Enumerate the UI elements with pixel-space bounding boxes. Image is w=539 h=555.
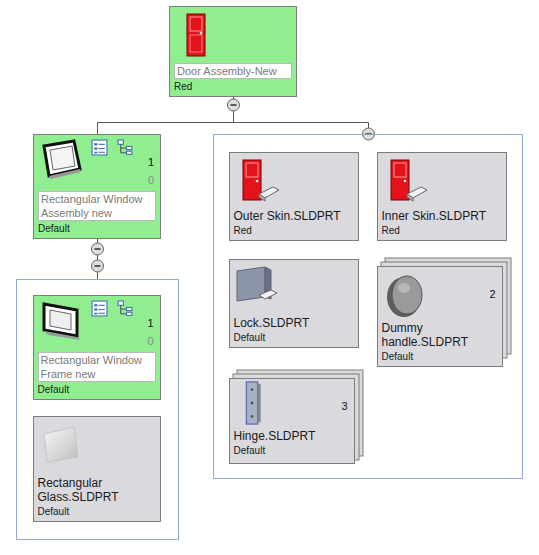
part-box: Inner Skin.SLDPRT Red <box>377 152 507 241</box>
configuration-name: Default <box>382 351 498 363</box>
component-icon <box>91 139 108 156</box>
configuration-name: Red <box>234 225 354 237</box>
component-icon <box>41 424 81 464</box>
component-icon <box>117 139 134 156</box>
component-icon <box>387 158 429 202</box>
component-name: Outer Skin.SLDPRT <box>234 209 354 223</box>
configuration-name: Default <box>234 445 350 457</box>
configuration-name: Red <box>174 81 292 93</box>
instance-count: 0 <box>148 174 154 187</box>
part-box: 2Dummy handle.SLDPRT Default <box>377 266 503 367</box>
component-name: Dummy handle.SLDPRT <box>382 321 478 349</box>
component-icon <box>184 12 208 58</box>
component-icon <box>239 158 281 202</box>
component-name: Rectangular Glass.SLDPRT <box>38 476 156 504</box>
component-name: Door Assembly-New <box>174 63 292 79</box>
tree-connector <box>98 97 234 134</box>
instance-count: 3 <box>341 400 347 413</box>
collapse-toggle <box>92 243 104 255</box>
part-box: Rectangular Glass.SLDPRT Default <box>33 416 161 522</box>
part-box: 3Hinge.SLDPRT Default <box>229 378 355 464</box>
component-name: Inner Skin.SLDPRT <box>382 209 502 223</box>
component-name: Lock.SLDPRT <box>234 316 354 330</box>
component-name: Hinge.SLDPRT <box>234 429 350 443</box>
instance-count: 0 <box>147 335 153 348</box>
group-frame: 10Rectangular Window Frame newDefaultRec… <box>16 279 179 540</box>
component-icon <box>41 139 83 181</box>
component-icon <box>385 274 425 318</box>
tree-connector <box>234 97 369 134</box>
instance-count: 1 <box>148 156 154 169</box>
component-name: Rectangular Window Frame new <box>38 352 156 382</box>
assembly-box: 1 0Rectangular Window Assembly newDefault <box>33 134 161 239</box>
part-box: Lock.SLDPRT Default <box>229 259 359 348</box>
component-name: Rectangular Window Assembly new <box>38 191 156 221</box>
instance-count: 2 <box>489 288 495 301</box>
configuration-name: Red <box>382 225 502 237</box>
component-icon <box>235 265 279 305</box>
collapse-toggle <box>228 99 240 111</box>
group-frame: Outer Skin.SLDPRT Red Inner Skin.SLDPRT Red… <box>213 134 523 479</box>
component-icon <box>91 300 108 317</box>
configuration-name: Default <box>38 506 156 518</box>
collapse-toggle <box>92 260 104 272</box>
part-box: Outer Skin.SLDPRT Red <box>229 152 359 241</box>
component-icon <box>241 380 265 426</box>
configuration-name: Default <box>38 384 156 396</box>
assembly-box: Door Assembly-NewRed <box>169 6 297 97</box>
assembly-box: 1 0Rectangular Window Frame newDefault <box>33 295 161 400</box>
instance-count: 1 <box>147 317 153 330</box>
component-icon <box>41 300 83 342</box>
component-icon <box>117 300 134 317</box>
configuration-name: Default <box>234 332 354 344</box>
configuration-name: Default <box>38 223 156 235</box>
